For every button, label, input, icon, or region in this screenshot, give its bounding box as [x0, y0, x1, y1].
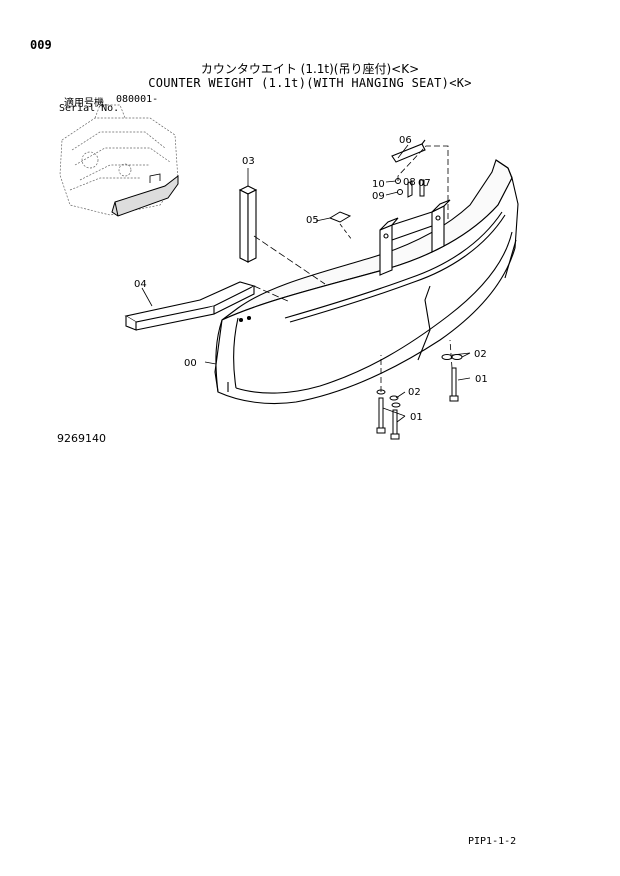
- callout-01-right: 01: [475, 374, 488, 385]
- page-code: 009: [30, 38, 52, 52]
- callout-04: 04: [134, 279, 147, 290]
- plate-05: [328, 211, 352, 223]
- callout-06: 06: [399, 135, 412, 146]
- serial-label-japanese: 適用号機: [64, 98, 104, 109]
- callout-09: 09: [372, 191, 385, 202]
- callout-00: 00: [184, 358, 197, 369]
- callout-05: 05: [306, 215, 319, 226]
- serial-value: 080001-: [116, 94, 159, 105]
- callout-08: 08: [403, 177, 416, 188]
- title-english: COUNTER WEIGHT (1.1t)(WITH HANGING SEAT)…: [148, 76, 472, 90]
- serial-label-english: Serial No.: [59, 103, 120, 114]
- title-japanese: カウンタウエイト (1.1t)(吊り座付)<K>: [200, 62, 420, 76]
- callout-01-left: 01: [410, 412, 423, 423]
- leader-lines: [141, 144, 471, 423]
- callout-02-right: 02: [474, 349, 487, 360]
- counterweight-body: [214, 159, 519, 405]
- machine-thumbnail: [59, 104, 179, 216]
- callout-02-left: 02: [408, 387, 421, 398]
- pin-06: [391, 139, 426, 163]
- callout-10: 10: [372, 179, 385, 190]
- hanging-seat-bracket: [379, 199, 451, 276]
- callout-03: 03: [242, 156, 255, 167]
- block-03: [238, 185, 258, 263]
- bolt-left: [376, 389, 401, 440]
- thumbnail-counterweight: [111, 173, 179, 217]
- callout-07: 07: [418, 178, 431, 189]
- bolt-right: [441, 354, 463, 402]
- drawing-number: 9269140: [57, 432, 106, 445]
- page-reference: PIP1-1-2: [468, 836, 517, 847]
